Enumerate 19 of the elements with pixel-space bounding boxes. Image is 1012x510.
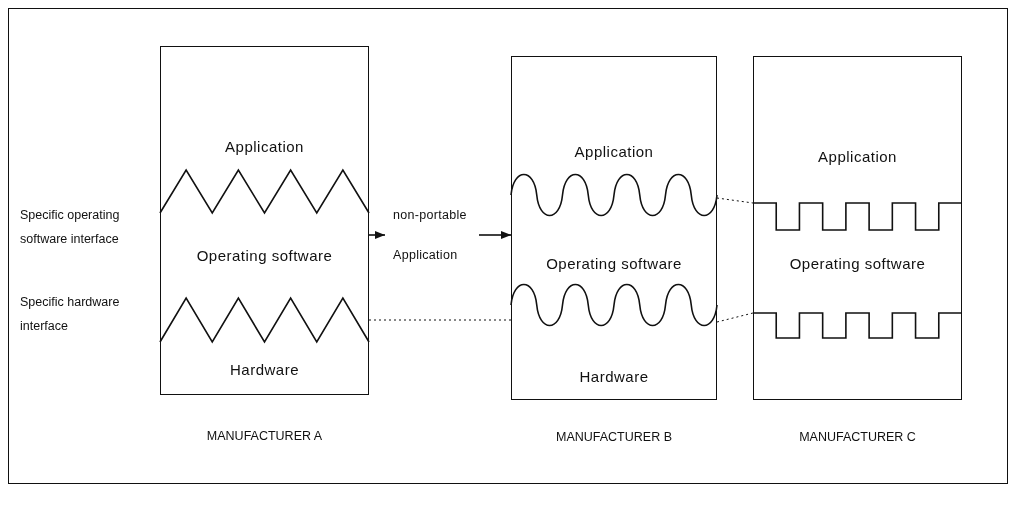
- connector-line: [716, 197, 754, 204]
- connector-line: [716, 312, 754, 323]
- manufacturer-caption: MANUFACTURER A: [205, 429, 324, 443]
- manufacturer-caption: MANUFACTURER B: [555, 430, 673, 444]
- connector-line: [368, 319, 512, 321]
- layer-label: Operating software: [788, 254, 927, 272]
- arrow: [368, 231, 386, 239]
- interface-label: Specific hardware interface: [20, 294, 121, 335]
- layer-label: Hardware: [229, 360, 300, 378]
- arrow: [478, 231, 512, 239]
- arrow-label: non-portable Application: [385, 195, 479, 275]
- manufacturer-caption: MANUFACTURER C: [798, 430, 917, 444]
- layer-label: Hardware: [578, 367, 650, 385]
- interface-label: Specific operating software interface: [20, 207, 121, 248]
- layer-label: Operating software: [195, 246, 334, 264]
- layer-label: Application: [817, 147, 898, 165]
- layer-label: Application: [573, 142, 655, 160]
- layer-label: Operating software: [545, 254, 683, 272]
- layer-label: Application: [224, 137, 305, 155]
